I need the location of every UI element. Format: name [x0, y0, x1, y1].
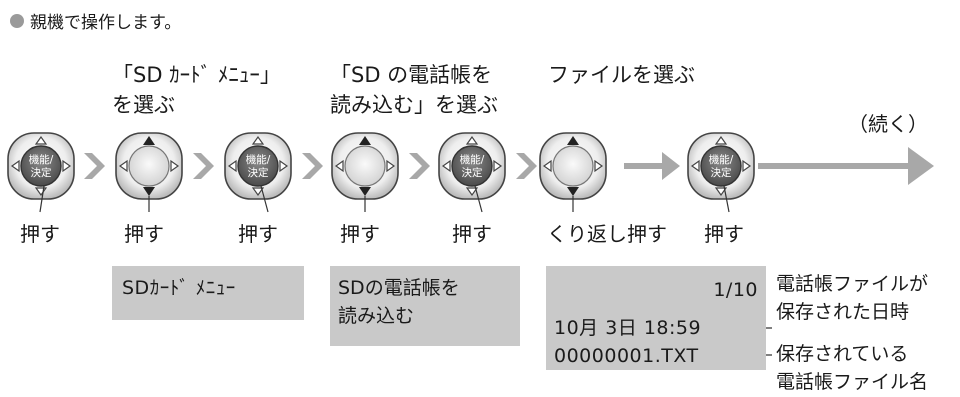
flow-arrow [516, 153, 537, 179]
long-arrow-continue [758, 147, 934, 185]
svg-text:機能/: 機能/ [29, 153, 54, 166]
long-arrow [624, 152, 680, 180]
push-label: 押す [124, 222, 164, 246]
screen-file-count: 1/10 [713, 279, 758, 301]
svg-text:決定: 決定 [711, 166, 732, 179]
step-label-read-phonebook: 「SD の電話帳を 読み込む」を選ぶ [330, 63, 498, 117]
svg-text:機能/: 機能/ [460, 153, 485, 166]
display-screen-sd-menu: SDｶｰﾄﾞ ﾒﾆｭｰ [112, 266, 304, 320]
function-enter-key-icon: 機能/ 決定 [224, 132, 292, 213]
flow-arrow [409, 153, 430, 179]
display-screen-file-select: 1/10 10月 3日 18:59 00000001.TXT [546, 266, 766, 370]
function-enter-key-icon: 機能/ 決定 [687, 132, 755, 213]
svg-text:機能/: 機能/ [709, 153, 734, 166]
note-text: 親機で操作します。 [30, 13, 182, 33]
svg-text:決定: 決定 [248, 166, 269, 179]
flow-arrow [84, 153, 105, 179]
function-enter-key-icon: 機能/ 決定 [7, 132, 75, 213]
screen-file-name: 00000001.TXT [554, 345, 699, 367]
push-label: 押す [238, 222, 278, 246]
callout-saved-datetime: 電話帳ファイルが 保存された日時 [776, 273, 929, 323]
screen-text: 読み込む [338, 305, 415, 327]
step-label-select-file: ファイルを選ぶ [548, 63, 695, 87]
operation-note: 親機で操作します。 [10, 8, 181, 33]
svg-text:決定: 決定 [31, 166, 52, 179]
bullet-icon [10, 13, 24, 28]
push-label: 押す [20, 222, 60, 246]
screen-file-date: 10月 3日 18:59 [554, 317, 702, 339]
push-label: くり返し押す [547, 222, 667, 246]
flow-arrow [302, 153, 323, 179]
svg-text:機能/: 機能/ [246, 153, 271, 166]
screen-text: SDｶｰﾄﾞ ﾒﾆｭｰ [122, 277, 236, 299]
push-label: 押す [340, 222, 380, 246]
step-label-sd-card-menu: 「SD ｶｰﾄﾞ ﾒﾆｭｰ」 を選ぶ [112, 63, 281, 117]
push-label: 押す [704, 222, 744, 246]
navigation-key-icon [115, 132, 183, 212]
flow-arrow [193, 153, 214, 179]
continue-label: （続く） [848, 112, 928, 136]
callout-saved-filename: 保存されている 電話帳ファイル名 [776, 343, 929, 393]
display-screen-read-phonebook: SDの電話帳を 読み込む [330, 266, 520, 346]
svg-text:決定: 決定 [462, 166, 483, 179]
navigation-key-icon [539, 132, 607, 212]
screen-text: SDの電話帳を [338, 277, 460, 299]
function-enter-key-icon: 機能/ 決定 [438, 132, 506, 213]
navigation-key-icon [331, 132, 399, 212]
push-label: 押す [452, 222, 492, 246]
